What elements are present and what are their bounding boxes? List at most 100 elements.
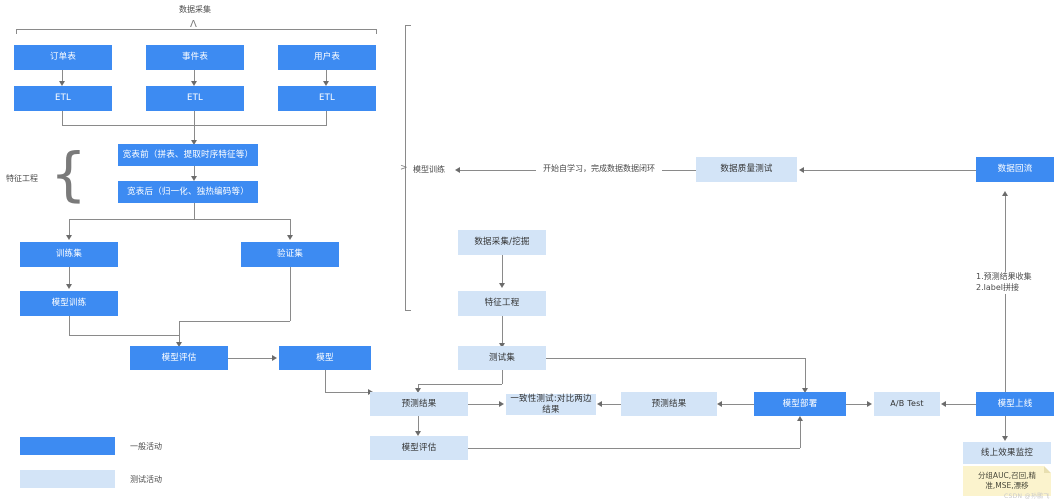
edge-to-model-eval-left xyxy=(179,321,180,344)
edge-wide-after-down xyxy=(194,203,195,219)
edge-split-bus xyxy=(69,219,291,220)
node-feature-engineering-box[interactable]: 特征工程 xyxy=(458,291,546,316)
edge-backflow-to-quality xyxy=(804,170,976,171)
edge-label-backflow-steps: 1.预测结果收集 2.label拼接 xyxy=(976,272,1056,294)
group-label-model-training: 模型训练 xyxy=(413,165,445,174)
node-model[interactable]: 模型 xyxy=(279,346,371,370)
node-ab-test[interactable]: A/B Test xyxy=(874,392,940,416)
node-train-set[interactable]: 训练集 xyxy=(20,242,118,267)
node-wide-table-after[interactable]: 宽表后（归一化、独热编码等） xyxy=(118,181,258,203)
node-model-eval-bottom[interactable]: 模型评估 xyxy=(370,436,468,460)
brace-model-training-top xyxy=(405,25,411,26)
node-event-table[interactable]: 事件表 xyxy=(146,45,244,70)
node-user-table[interactable]: 用户表 xyxy=(278,45,376,70)
node-model-online[interactable]: 模型上线 xyxy=(976,392,1054,416)
edge-collect-to-feature xyxy=(502,255,503,285)
edge-testset-left-bus xyxy=(418,384,502,385)
node-model-eval-left[interactable]: 模型评估 xyxy=(130,346,228,370)
arrowhead-quality-test xyxy=(799,166,804,173)
edge-to-valid-set xyxy=(290,219,291,237)
brace-top-right-tick xyxy=(376,29,377,34)
edge-etl3-down xyxy=(326,111,327,125)
arrowhead-model-training-loop xyxy=(455,166,460,173)
node-etl-2[interactable]: ETL xyxy=(146,86,244,111)
edge-wide-before-to-after xyxy=(194,166,195,177)
node-consistency-test[interactable]: 一致性测试:对比两边结果 xyxy=(506,394,596,415)
edge-eval-bottom-to-deploy-h xyxy=(468,448,800,449)
node-etl-1[interactable]: ETL xyxy=(14,86,112,111)
arrowhead-model-eval-bottom xyxy=(414,431,421,436)
edge-to-predict-left xyxy=(418,384,419,390)
edge-model-train-down xyxy=(69,316,70,335)
edge-model-train-right xyxy=(69,335,179,336)
node-etl-3[interactable]: ETL xyxy=(278,86,376,111)
arrowhead-online-monitor xyxy=(1001,436,1008,441)
edge-predict-to-eval-bottom xyxy=(418,416,419,433)
node-model-train[interactable]: 模型训练 xyxy=(20,291,118,316)
legend-label-test: 测试活动 xyxy=(130,475,162,484)
arrowhead-wide-after xyxy=(190,176,197,181)
brace-model-training-tick: > xyxy=(400,163,408,173)
edge-deploy-to-abtest xyxy=(846,404,869,405)
brace-top-left-tick xyxy=(16,29,17,34)
legend-label-general: 一般活动 xyxy=(130,442,162,451)
node-order-table[interactable]: 订单表 xyxy=(14,45,112,70)
group-label-feature-engineering: 特征工程 xyxy=(6,174,38,183)
arrowhead-event-to-etl xyxy=(190,81,197,86)
edge-etl2-down-to-wide xyxy=(194,111,195,143)
node-data-collect-mining[interactable]: 数据采集/挖掘 xyxy=(458,230,546,255)
arrowhead-test-set xyxy=(498,343,505,348)
arrowhead-order-to-etl xyxy=(58,81,65,86)
group-label-data-collection: 数据采集 xyxy=(179,5,211,14)
arrowhead-feature-engineering-box xyxy=(498,283,505,288)
edge-model-down xyxy=(325,370,326,392)
watermark: CSDN @孙鹏飞 xyxy=(1004,493,1050,500)
node-online-monitor[interactable]: 线上效果监控 xyxy=(963,442,1051,464)
node-valid-set[interactable]: 验证集 xyxy=(241,242,339,267)
node-predict-result-left[interactable]: 预测结果 xyxy=(370,392,468,416)
edge-order-to-etl xyxy=(62,70,63,83)
arrowhead-model-eval-left xyxy=(175,342,182,347)
edge-to-train-set xyxy=(69,219,70,237)
edge-online-to-monitor xyxy=(1005,416,1006,438)
edge-model-eval-to-model xyxy=(228,358,274,359)
edge-online-to-backflow xyxy=(1005,196,1006,392)
edge-valid-set-down xyxy=(290,267,291,321)
arrowhead-model-to-predict xyxy=(368,388,373,395)
brace-feature-engineering: { xyxy=(50,140,87,208)
edge-testset-to-deploy-v xyxy=(805,358,806,390)
edge-predict-to-consistency xyxy=(468,404,501,405)
brace-model-training-vertical xyxy=(405,25,406,310)
arrowhead-predict-left xyxy=(414,388,421,393)
edge-train-set-to-model-train xyxy=(69,267,70,286)
node-model-deploy[interactable]: 模型部署 xyxy=(754,392,846,416)
node-data-quality-test[interactable]: 数据质量测试 xyxy=(696,157,797,182)
sticky-note-metrics: 分组AUC,召回,精准,MSE,漂移 xyxy=(963,466,1051,496)
arrowhead-consistency-left xyxy=(499,400,504,407)
brace-top-center-tick: Λ xyxy=(190,19,197,30)
arrowhead-predict-right xyxy=(717,400,722,407)
edge-eval-bottom-to-deploy-v xyxy=(800,421,801,448)
legend-swatch-test xyxy=(20,470,115,488)
arrowhead-deploy-from-testset xyxy=(801,388,808,393)
edge-etl1-down xyxy=(62,111,63,125)
edge-deploy-to-predict-right xyxy=(722,404,754,405)
edge-event-to-etl xyxy=(194,70,195,83)
brace-model-training-bottom xyxy=(405,310,411,311)
arrowhead-consistency-right xyxy=(597,400,602,407)
node-predict-result-right[interactable]: 预测结果 xyxy=(621,392,717,416)
edge-user-to-etl xyxy=(326,70,327,83)
edge-consistency-from-right xyxy=(602,404,621,405)
edge-model-to-predict xyxy=(325,392,370,393)
edge-label-self-learning: 开始自学习，完成数据数据闭环 xyxy=(536,164,662,175)
node-wide-table-before[interactable]: 宽表前（拼表、提取时序特征等） xyxy=(118,144,258,166)
edge-testset-down xyxy=(502,370,503,384)
brace-top-horizontal xyxy=(16,29,376,30)
arrowhead-data-backflow xyxy=(1001,191,1008,196)
node-data-backflow[interactable]: 数据回流 xyxy=(976,157,1054,182)
edge-valid-left xyxy=(179,321,290,322)
node-test-set[interactable]: 测试集 xyxy=(458,346,546,370)
edge-testset-to-deploy-h xyxy=(546,358,805,359)
arrowhead-abtest-from-online xyxy=(941,400,946,407)
